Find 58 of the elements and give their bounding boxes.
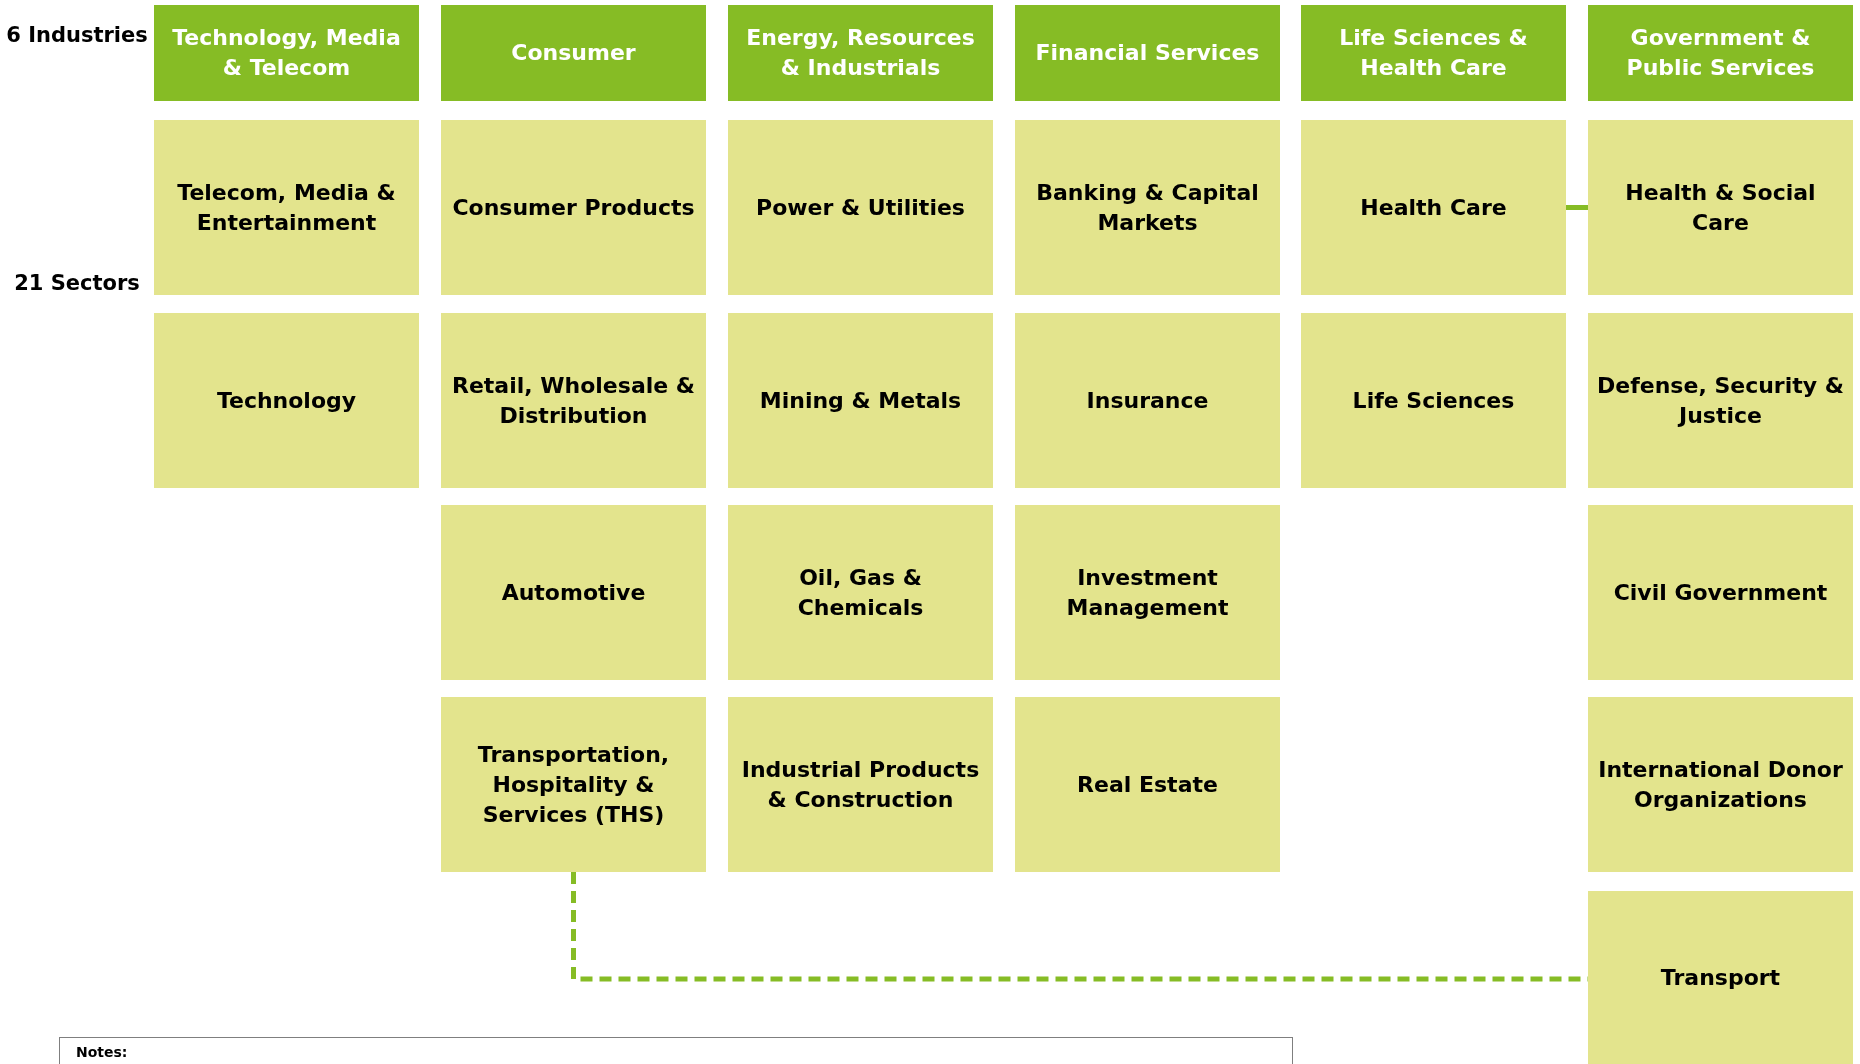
box-text: Government & Public Services [1625,24,1816,82]
box-text: Insurance [1085,386,1210,415]
sector-box [1588,120,1853,295]
sector-box [1015,120,1280,295]
sector-box [1015,505,1280,680]
box-text: Technology [215,386,358,415]
row-label: 6 Industries [5,22,149,49]
notes-heading: Notes: [76,1043,128,1062]
industry-box [441,5,706,101]
box-text: Real Estate [1076,770,1219,799]
box-text: Industrial Products & Construction [740,755,981,814]
sector-box [728,505,993,680]
industry-box [1588,5,1853,101]
box-text: Banking & Capital Markets [1035,178,1260,237]
sector-box [441,313,706,488]
industry-box [728,5,993,101]
box-text: Oil, Gas & Chemicals [796,563,925,622]
box-text: Consumer [510,39,637,67]
sector-box [154,120,419,295]
sector-box [1301,120,1566,295]
sector-box [1588,313,1853,488]
box-text: Energy, Resources & Industrials [745,24,976,82]
sector-box [728,313,993,488]
box-text: Civil Government [1612,578,1829,607]
box-text: Consumer Products [451,193,696,222]
box-text: Defense, Security & Justice [1596,371,1845,430]
industry-box [154,5,419,101]
box-text: Power & Utilities [755,193,966,222]
box-text: Telecom, Media & Entertainment [176,178,397,237]
sector-box [441,120,706,295]
box-text: Life Sciences [1351,386,1516,415]
box-text: Transport [1659,963,1782,992]
sector-box [441,697,706,872]
row-label: 21 Sectors [13,270,141,297]
box-text: Automotive [500,578,647,607]
box-text: Mining & Metals [758,386,963,415]
box-text: Health Care [1359,193,1508,222]
sector-box [1588,697,1853,872]
sector-box [1015,697,1280,872]
sector-box [728,120,993,295]
box-text: Health & Social Care [1624,178,1817,237]
box-text: Retail, Wholesale & Distribution [450,371,697,430]
sector-box [154,313,419,488]
box-text: Life Sciences & Health Care [1338,24,1529,82]
industry-box [1301,5,1566,101]
sector-box [441,505,706,680]
industry-box [1015,5,1280,101]
sector-box [1588,891,1853,1064]
box-text: International Donor Organizations [1597,755,1844,814]
box-text: Technology, Media & Telecom [171,24,402,82]
sector-box [1301,313,1566,488]
box-text: Transportation, Hospitality & Services (THS) [476,740,671,829]
sector-box [728,697,993,872]
sector-box [1588,505,1853,680]
box-text: Financial Services [1034,39,1261,67]
sector-box [1015,313,1280,488]
box-text: Investment Management [1065,563,1230,622]
connector-line [1566,205,1588,210]
